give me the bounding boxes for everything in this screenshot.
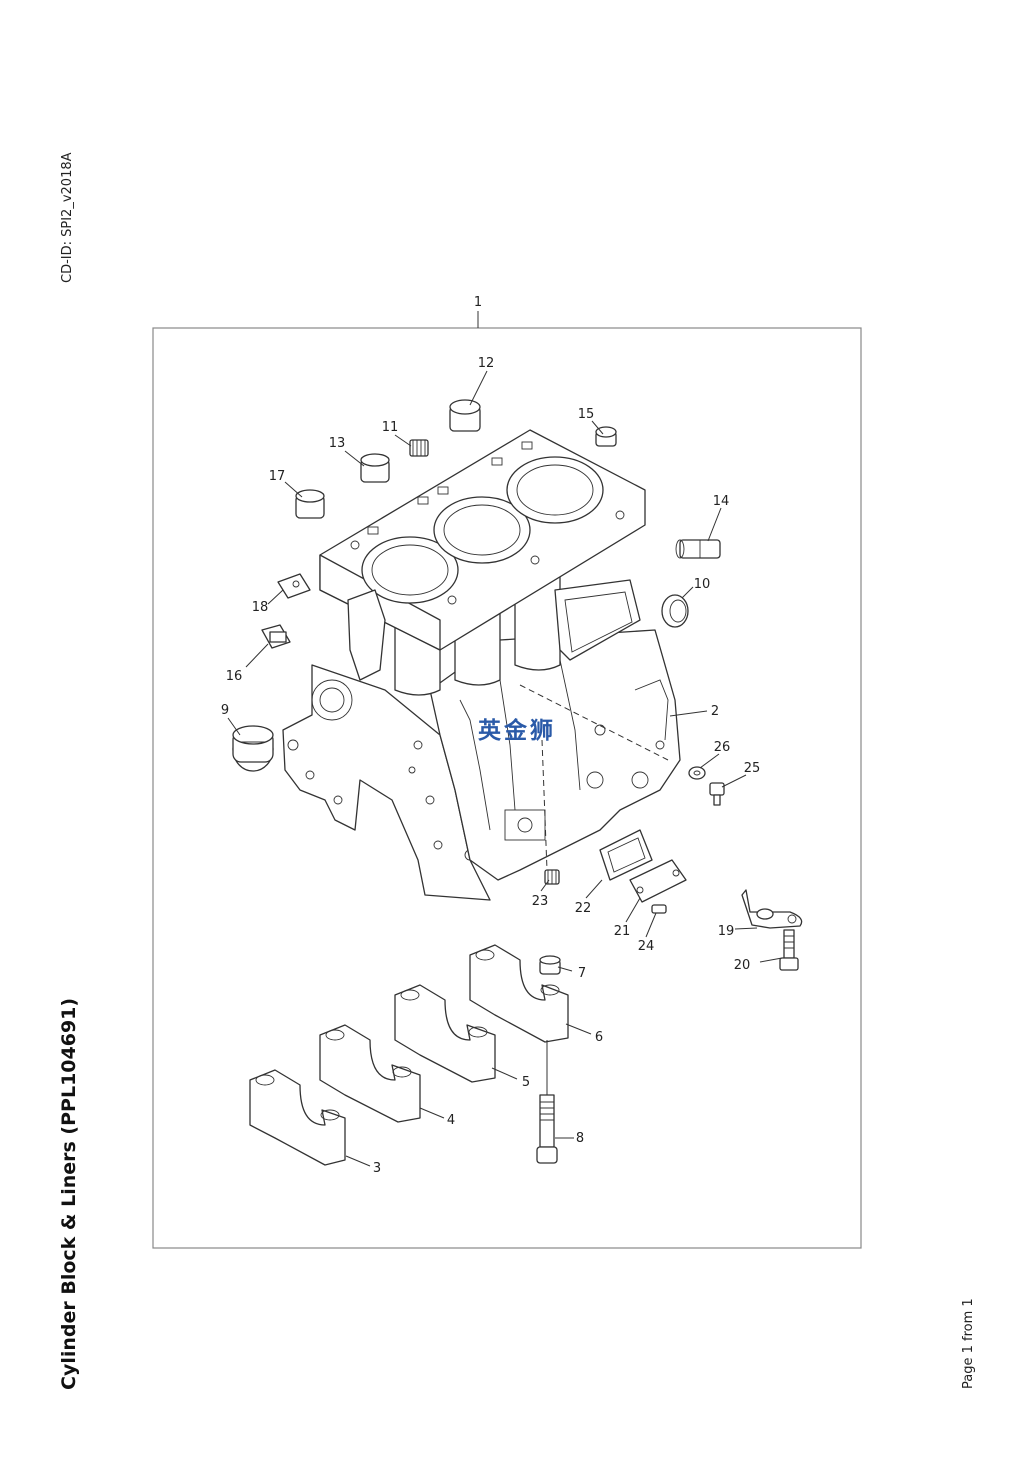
- part-26-washer: [688, 766, 706, 780]
- part-17-plug: [295, 489, 325, 519]
- part-22-gasket: [599, 829, 653, 881]
- part-21-cover-plate: [629, 859, 687, 903]
- callout-13: 13: [329, 436, 346, 451]
- part-18-sensor: [277, 573, 311, 599]
- part-13-plug: [360, 453, 390, 483]
- part-24-bolt: [651, 904, 667, 914]
- part-15-screw-plug: [595, 426, 617, 447]
- callout-7: 7: [578, 966, 586, 981]
- callout-18: 18: [252, 600, 269, 615]
- callout-9: 9: [221, 703, 229, 718]
- callout-26: 26: [714, 740, 731, 755]
- part-5-bearing-cap: [394, 984, 496, 1083]
- callout-11: 11: [382, 420, 399, 435]
- part-16-plug: [261, 624, 291, 649]
- callout-25: 25: [744, 761, 761, 776]
- part-10-plug: [661, 594, 689, 628]
- callout-numbers: 1 2 3 4 5 6 7 8 9 10 11 12 13 14 15 16 1…: [221, 295, 760, 1176]
- callout-1: 1: [474, 295, 482, 310]
- part-3-bearing-cap: [249, 1069, 346, 1166]
- part-7-bush: [539, 955, 561, 975]
- part-25-bolt: [709, 782, 725, 806]
- leader-lines: [227, 370, 783, 1167]
- callout-21: 21: [614, 924, 631, 939]
- callout-2: 2: [711, 704, 719, 719]
- callout-22: 22: [575, 901, 592, 916]
- callout-4: 4: [447, 1113, 455, 1128]
- part-11-screw-plug: [409, 439, 429, 457]
- callout-19: 19: [718, 924, 735, 939]
- callout-14: 14: [713, 494, 730, 509]
- part-4-bearing-cap: [319, 1024, 421, 1123]
- part-20-bolt: [779, 929, 799, 971]
- part-12-plug: [449, 399, 481, 432]
- callout-16: 16: [226, 669, 243, 684]
- diagram-frame: [152, 327, 862, 1249]
- part-19-bracket: [741, 889, 803, 929]
- callout-23: 23: [532, 894, 549, 909]
- part-6-bearing-cap: [469, 944, 569, 1043]
- callout-5: 5: [522, 1075, 530, 1090]
- cylinder-block: [282, 429, 681, 901]
- part-9-liner-band: [232, 725, 274, 772]
- callout-20: 20: [734, 958, 751, 973]
- part-8-cap-bolt: [536, 1040, 558, 1164]
- callout-17: 17: [269, 469, 286, 484]
- watermark-text: 英金狮: [478, 717, 556, 744]
- part-14-sleeve: [675, 539, 721, 559]
- callout-24: 24: [638, 939, 655, 954]
- callout-6: 6: [595, 1030, 603, 1045]
- callout-15: 15: [578, 407, 595, 422]
- callout-10: 10: [694, 577, 711, 592]
- callout-12: 12: [478, 356, 495, 371]
- callout-8: 8: [576, 1131, 584, 1146]
- callout-3: 3: [373, 1161, 381, 1176]
